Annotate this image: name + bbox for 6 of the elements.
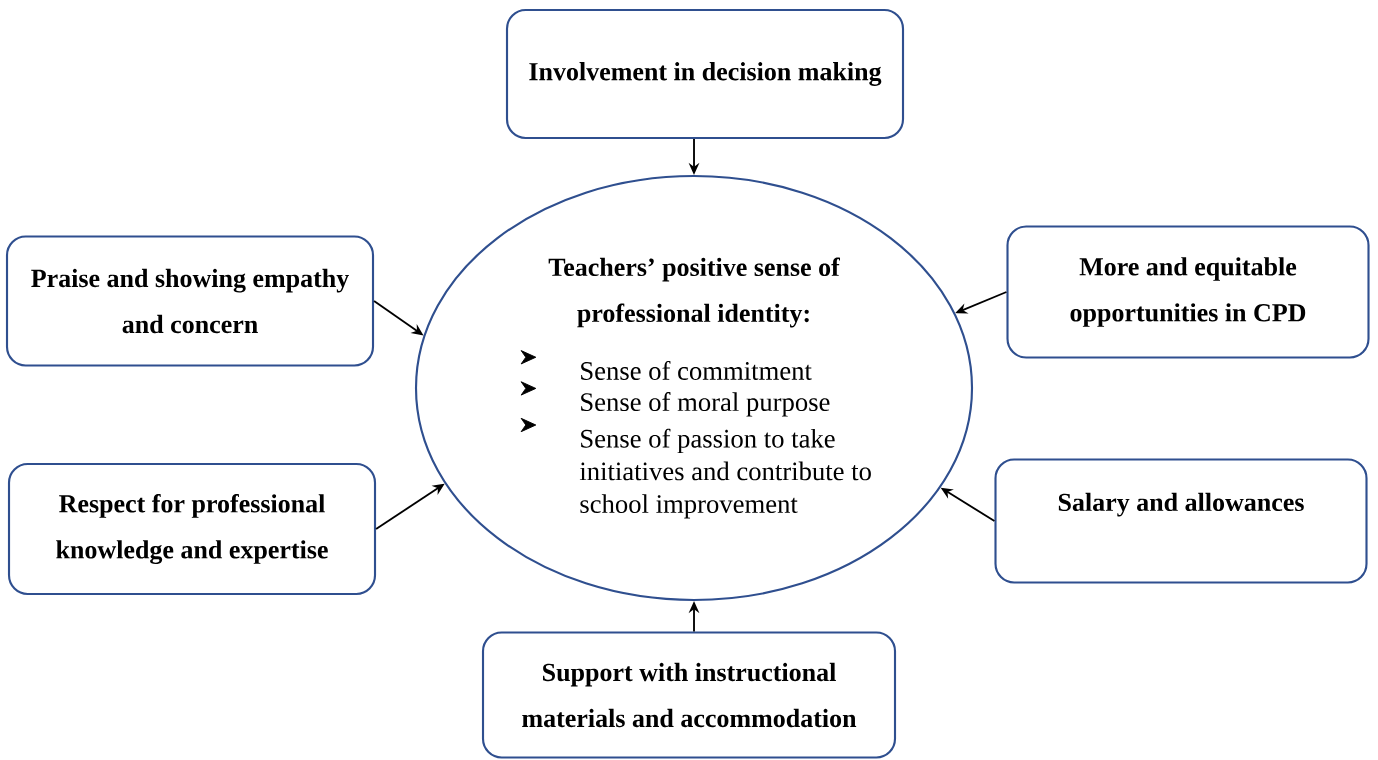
text-box: Support with instructional materials and accommodation — [481, 631, 897, 759]
text-box: More and equitable opportunities in CPD — [1006, 225, 1370, 359]
text-box: Praise and showing empathy and concern — [5, 235, 375, 367]
text-box: Salary and allowances — [994, 458, 1368, 584]
text-box: Respect for professional knowledge and expertise — [7, 462, 377, 596]
text-box: Involvement in decision making — [505, 8, 905, 140]
